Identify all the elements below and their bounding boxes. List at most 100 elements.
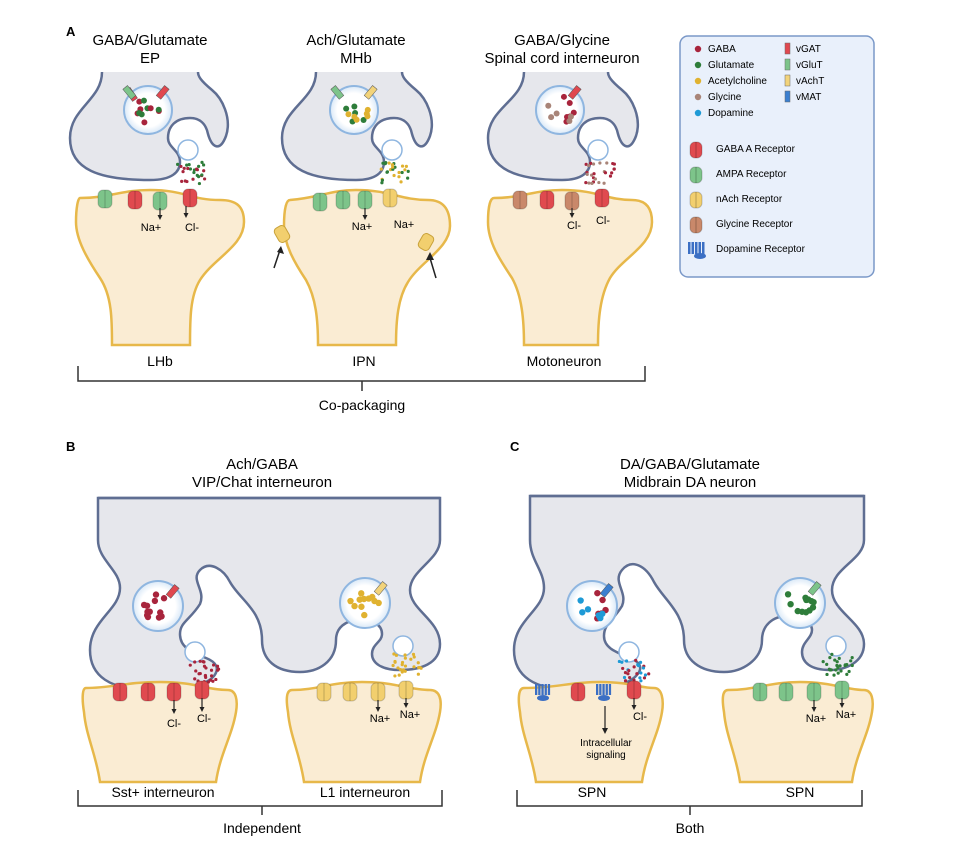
ion-label: Cl- xyxy=(197,713,211,725)
ampa-receptor-icon xyxy=(335,190,351,210)
transmitter-dot-icon xyxy=(694,61,702,69)
ampa-receptor-icon xyxy=(689,166,703,184)
transmitter-molecule xyxy=(198,659,202,663)
transmitter-molecule xyxy=(393,659,397,664)
transmitter-molecule xyxy=(136,98,143,105)
transmitter-molecule xyxy=(397,175,401,179)
panel-b-letter: B xyxy=(66,439,75,454)
transmitter-molecule xyxy=(202,163,206,167)
nach-receptor-icon xyxy=(316,682,332,702)
transmitter-molecule xyxy=(787,600,794,608)
transmitter-molecule xyxy=(416,672,420,676)
transmitter-molecule xyxy=(548,114,555,121)
transmitter-molecule xyxy=(409,657,413,661)
ion-label: Cl- xyxy=(167,718,181,730)
transmitter-molecule xyxy=(379,167,383,171)
ion-label: Na+ xyxy=(370,713,391,725)
transmitter-molecule xyxy=(638,676,642,680)
synapse-subtitle: EP xyxy=(140,50,160,67)
transmitter-molecule xyxy=(624,659,629,663)
transporter-icon xyxy=(363,85,378,100)
transmitter-molecule xyxy=(553,110,560,117)
glycine-receptor-icon xyxy=(689,216,703,234)
postsynaptic-dendrite xyxy=(81,680,238,784)
transmitter-molecule xyxy=(136,110,143,117)
transmitter-molecule xyxy=(584,181,588,185)
gaba-a-receptor-icon xyxy=(127,190,143,210)
legend-label: Glutamate xyxy=(708,60,755,71)
arrowhead-icon xyxy=(403,703,409,708)
transmitter-molecule xyxy=(403,664,408,668)
bracket xyxy=(77,790,443,815)
transmitter-molecule xyxy=(391,165,395,169)
transmitter-molecule xyxy=(200,173,204,177)
transmitter-molecule xyxy=(216,668,220,672)
transmitter-molecule xyxy=(406,169,410,173)
gaba-a-receptor-icon xyxy=(626,680,642,700)
released-transmitter xyxy=(821,652,854,677)
transmitter-molecule xyxy=(193,660,197,664)
legend-label: vMAT xyxy=(796,92,821,103)
ion-label: Na+ xyxy=(806,713,827,725)
transmitter-molecule xyxy=(197,164,201,169)
postsynaptic-dendrite xyxy=(285,680,442,784)
arrowhead-icon xyxy=(171,709,177,714)
transmitter-molecule xyxy=(147,105,154,112)
transmitter-molecule xyxy=(850,663,854,668)
transmitter-molecule xyxy=(632,665,636,669)
transmitter-molecule xyxy=(605,161,609,165)
transmitter-molecule xyxy=(592,172,596,176)
panel-c-title: DA/GABA/Glutamate xyxy=(620,456,760,473)
transmitter-molecule xyxy=(391,663,395,668)
fusing-vesicle xyxy=(381,139,403,161)
transmitter-molecule xyxy=(188,663,192,667)
gaba-a-receptor-icon xyxy=(140,682,156,702)
transmitter-molecule xyxy=(836,671,840,675)
transmitter-molecule xyxy=(639,671,643,675)
transmitter-molecule xyxy=(794,607,801,615)
transmitter-molecule xyxy=(151,597,159,605)
transmitter-molecule xyxy=(140,97,147,104)
arrow-icon xyxy=(429,257,437,279)
transmitter-molecule xyxy=(638,660,643,664)
transmitter-molecule xyxy=(383,162,387,166)
target-label: Sst+ interneuron xyxy=(111,784,214,800)
ampa-receptor-icon xyxy=(152,191,168,211)
transmitter-molecule xyxy=(356,596,363,603)
transmitter-molecule xyxy=(835,663,839,668)
ion-label: Na+ xyxy=(352,221,373,233)
legend-label: Dopamine xyxy=(708,108,754,119)
transmitter-molecule xyxy=(397,170,401,175)
transmitter-molecule xyxy=(623,679,628,683)
postsynaptic-dendrite xyxy=(517,680,664,784)
transmitter-molecule xyxy=(622,675,627,680)
transmitter-molecule xyxy=(398,667,403,672)
transmitter-molecule xyxy=(358,603,365,610)
transmitter-molecule xyxy=(412,665,416,669)
arrowhead-icon xyxy=(157,215,163,220)
transmitter-molecule xyxy=(393,165,397,169)
transmitter-molecule xyxy=(611,161,615,166)
ampa-receptor-icon xyxy=(834,680,850,700)
synapse-title: GABA/Glycine xyxy=(514,32,610,49)
ion-label: Na+ xyxy=(836,709,857,721)
transmitter-molecule xyxy=(211,679,215,683)
gaba-a-receptor-icon xyxy=(539,190,555,210)
transmitter-molecule xyxy=(343,105,350,112)
transmitter-molecule xyxy=(203,177,207,181)
transmitter-molecule xyxy=(144,613,152,621)
postsynaptic-dendrite xyxy=(486,188,654,347)
transmitter-molecule xyxy=(626,672,630,676)
released-transmitter xyxy=(617,658,651,683)
transmitter-molecule xyxy=(157,609,164,616)
transmitter-molecule xyxy=(197,175,201,179)
transporter-icon xyxy=(784,58,791,71)
nach-receptor-icon xyxy=(370,682,386,702)
nach-receptor-icon xyxy=(398,680,414,700)
transmitter-molecule xyxy=(360,117,367,124)
nach-receptor-icon xyxy=(689,191,703,209)
transmitter-molecule xyxy=(193,677,197,681)
transmitter-molecule xyxy=(821,660,825,664)
target-label: LHb xyxy=(147,353,173,369)
transmitter-dot-icon xyxy=(694,109,702,117)
